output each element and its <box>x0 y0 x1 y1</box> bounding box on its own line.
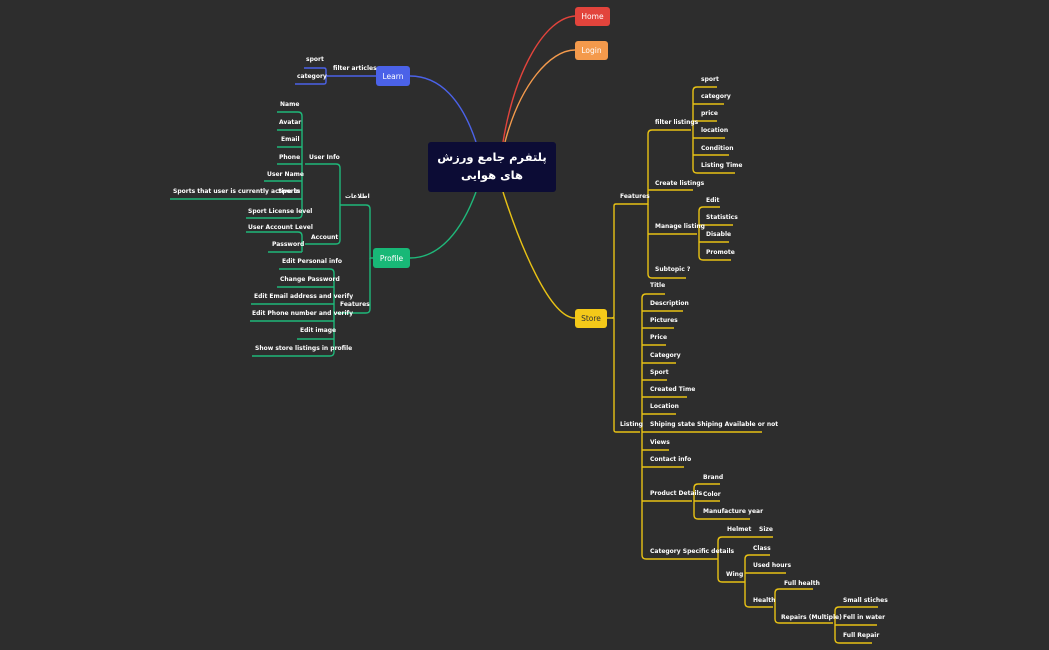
node-category-wing[interactable]: Wing <box>726 571 744 578</box>
node-wing-used-hours[interactable]: Used hours <box>753 562 792 569</box>
central-topic-label: پلتفرم جامع ورزش های هوایی <box>437 150 547 182</box>
node-store-manage-disable[interactable]: Disable <box>706 231 732 238</box>
node-profile-name[interactable]: Name <box>280 101 300 108</box>
node-store-filter-listing-time[interactable]: Listing Time <box>701 162 743 169</box>
node-store-filter-listings[interactable]: filter listings <box>655 119 699 126</box>
node-profile-sports[interactable]: Sports <box>278 188 301 195</box>
branch-learn[interactable]: Learn <box>376 66 410 86</box>
node-store-filter-location[interactable]: location <box>701 127 729 134</box>
node-repairs-small-stiches[interactable]: Small stiches <box>843 597 888 604</box>
node-profile-password[interactable]: Password <box>272 241 305 248</box>
node-repairs-fell-in-water[interactable]: Fell in water <box>843 614 886 621</box>
node-wing-class[interactable]: Class <box>753 545 771 552</box>
node-listing-sport[interactable]: Sport <box>650 369 669 376</box>
node-store-create-listings[interactable]: Create listings <box>655 180 705 187</box>
branch-home-label: Home <box>581 12 604 21</box>
node-listing-contact-info[interactable]: Contact info <box>650 456 692 463</box>
node-profile-user-info[interactable]: User Info <box>309 154 340 161</box>
node-store-filter-category[interactable]: category <box>701 93 731 100</box>
node-listing-pictures[interactable]: Pictures <box>650 317 678 324</box>
branch-profile-label: Profile <box>379 253 404 263</box>
node-listing-shipping-state[interactable]: Shiping state <box>650 421 696 428</box>
node-listing-description[interactable]: Description <box>650 300 689 307</box>
node-profile-edit-email[interactable]: Edit Email address and verify <box>254 293 354 300</box>
node-repairs-full-repair[interactable]: Full Repair <box>843 632 880 639</box>
node-store-filter-sport[interactable]: sport <box>701 76 719 83</box>
node-listing-created-time[interactable]: Created Time <box>650 386 696 393</box>
node-learn-sport[interactable]: sport <box>306 56 324 63</box>
node-profile-sports-active[interactable]: Sports that user is currently active in <box>173 188 300 195</box>
branch-store[interactable]: Store <box>575 309 607 328</box>
node-profile-email[interactable]: Email <box>281 136 300 143</box>
branch-login[interactable]: Login <box>575 41 608 60</box>
node-store-manage-promote[interactable]: Promote <box>706 249 735 256</box>
node-profile-show-listings[interactable]: Show store listings in profile <box>255 345 353 352</box>
node-store-manage-edit[interactable]: Edit <box>706 197 720 204</box>
node-learn-filter-articles[interactable]: filter articles <box>333 65 377 72</box>
node-profile-features[interactable]: Features <box>340 301 370 308</box>
node-listing-title[interactable]: Title <box>650 282 666 289</box>
node-profile-phone[interactable]: Phone <box>279 154 301 161</box>
node-listing-location[interactable]: Location <box>650 403 679 410</box>
central-topic[interactable]: پلتفرم جامع ورزش های هوایی <box>428 142 556 192</box>
node-profile-info-rtl[interactable]: اطلاعات <box>345 193 370 200</box>
node-product-brand[interactable]: Brand <box>703 474 724 481</box>
node-wing-health[interactable]: Health <box>753 597 776 604</box>
node-store-manage-listing[interactable]: Manage listing <box>655 223 705 230</box>
node-learn-category[interactable]: category <box>297 73 327 80</box>
node-listing-views[interactable]: Views <box>650 439 670 446</box>
node-listing-price[interactable]: Price <box>650 334 668 341</box>
branch-home[interactable]: Home <box>575 7 610 26</box>
node-profile-edit-phone[interactable]: Edit Phone number and verify <box>252 310 354 317</box>
node-profile-account[interactable]: Account <box>311 234 339 241</box>
node-store-manage-statistics[interactable]: Statistics <box>706 214 738 221</box>
node-profile-user-account-level[interactable]: User Account Level <box>248 224 313 231</box>
node-profile-change-password[interactable]: Change Password <box>280 276 340 283</box>
node-profile-avatar[interactable]: Avatar <box>279 119 302 126</box>
node-category-helmet[interactable]: Helmet <box>727 526 752 533</box>
branch-login-label: Login <box>581 46 602 55</box>
node-store-features[interactable]: Features <box>620 193 650 200</box>
node-store-subtopic[interactable]: Subtopic ? <box>655 266 691 273</box>
node-product-manufacture-year[interactable]: Manufacture year <box>703 508 764 515</box>
node-listing-product-details[interactable]: Product Details <box>650 490 703 497</box>
node-product-color[interactable]: Color <box>703 491 721 498</box>
node-profile-user-name[interactable]: User Name <box>267 171 304 178</box>
node-store-filter-condition[interactable]: Condition <box>701 145 734 152</box>
node-health-repairs[interactable]: Repairs (Multiple) <box>781 614 842 621</box>
node-store-filter-price[interactable]: price <box>701 110 718 117</box>
branch-learn-label: Learn <box>382 71 404 81</box>
node-helmet-size[interactable]: Size <box>759 526 773 533</box>
node-profile-sport-license[interactable]: Sport License level <box>248 208 313 215</box>
node-health-full-health[interactable]: Full health <box>784 580 820 587</box>
node-store-listing[interactable]: Listing <box>620 421 643 428</box>
node-profile-edit-image[interactable]: Edit image <box>300 327 337 334</box>
node-listing-shipping-available[interactable]: Shiping Available or not <box>697 421 779 428</box>
branch-profile[interactable]: Profile <box>373 248 410 268</box>
node-profile-edit-personal[interactable]: Edit Personal info <box>282 258 343 265</box>
branch-store-label: Store <box>581 314 601 323</box>
node-listing-category[interactable]: Category <box>650 352 681 359</box>
node-listing-category-specific[interactable]: Category Specific details <box>650 548 735 555</box>
